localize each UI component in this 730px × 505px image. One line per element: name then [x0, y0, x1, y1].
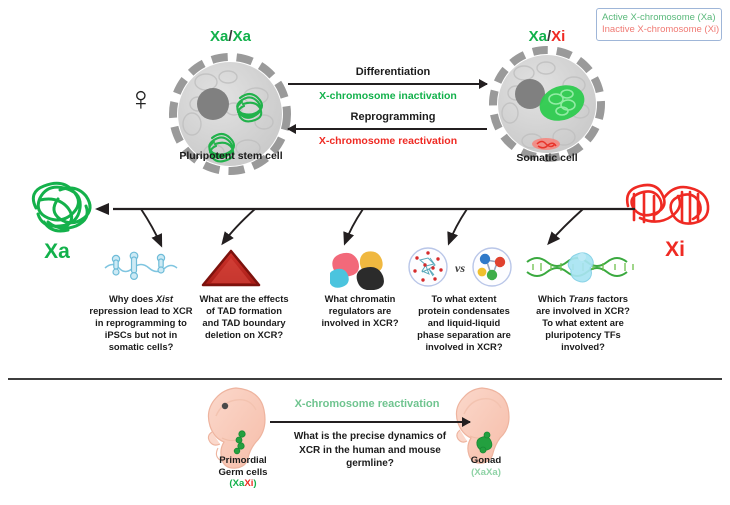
q5-line3: To what extent are: [542, 317, 624, 329]
bottom-q-line1: What is the precise dynamics of: [293, 431, 447, 442]
nucleosome-chromatin-icon: [103, 248, 179, 284]
bottom-x-reactivation-label: X-chromosome reactivation: [294, 398, 440, 410]
pgc-xi: Xi: [244, 478, 254, 490]
primordial-germ-cells-caption: Primordial Germ cells (XaXi): [188, 455, 298, 490]
legend-inactive-x: Inactive X-chromosome (Xi): [602, 23, 720, 35]
left-genotype-first: Xa: [210, 28, 229, 45]
active-x-territory: [539, 85, 585, 121]
xi-label: Xi: [665, 238, 685, 261]
question-2-text: What are the effects of TAD formation an…: [189, 293, 299, 341]
female-symbol-icon: ♀: [128, 80, 154, 118]
right-genotype-first: Xa: [528, 28, 547, 45]
q1-line5: somatic cells?: [108, 341, 174, 353]
right-genotype-separator: /: [547, 28, 552, 45]
pgc-paren-close: ): [253, 478, 257, 490]
left-genotype-separator: /: [228, 28, 233, 45]
gonad-genotype: (XaXa): [471, 466, 501, 478]
reprogramming-title: Reprogramming: [350, 111, 436, 123]
tf-protein: [567, 252, 594, 283]
q2-line1: What are the effects: [199, 293, 289, 304]
q4-line3: and liquid-liquid: [427, 317, 501, 329]
transcription-factor-dna-icon: [525, 250, 641, 286]
right-genotype-second: Xi: [551, 28, 566, 45]
somatic-cell-caption: Somatic cell: [516, 152, 578, 164]
bottom-question-text: What is the precise dynamics of XCR in t…: [268, 430, 472, 471]
q4-line4: phase separation are: [417, 329, 511, 341]
q5-line1b: factors: [594, 293, 628, 304]
gonad-embryo-illustration: [446, 386, 524, 466]
gonad-caption-line1: Gonad: [470, 455, 502, 466]
q1-line2: repression lead to XCR: [89, 305, 193, 317]
pluripotent-stem-cell-group: [168, 52, 293, 177]
pgc-xa: Xa: [232, 478, 245, 490]
q4-line5: involved in XCR?: [425, 341, 503, 353]
q5-line1: Which: [538, 293, 569, 304]
q4-line2: protein condensates: [418, 305, 510, 317]
q1-xist-italic: Xist: [155, 293, 174, 304]
x-reactivation-label: X-chromosome reactivation: [318, 135, 458, 147]
pgc-caption-line2: Germ cells: [218, 466, 268, 478]
x-inactivation-label: X-chromosome inactivation: [319, 90, 457, 102]
q1-line1: Why does: [108, 293, 156, 304]
q2-line3: and TAD boundary: [202, 317, 286, 329]
bottom-q-line2: XCR in the human and mouse: [299, 444, 441, 456]
q3-line2: regulators are: [328, 305, 392, 317]
bottom-reactivation-arrow: [270, 417, 471, 427]
q3-line3: involved in XCR?: [321, 317, 399, 329]
question-1-text: Why does Xist repression lead to XCR in …: [82, 293, 200, 353]
question-5-text: Which Trans factors are involved in XCR?…: [523, 293, 643, 353]
xa-label: Xa: [44, 240, 70, 263]
protein-condensate-icon: vs: [408, 246, 512, 288]
pluripotent-cell-illustration: [169, 53, 291, 175]
tad-triangle-icon: [199, 247, 263, 287]
q5-line5: involved?: [561, 341, 605, 353]
q5-trans-italic: Trans: [568, 293, 595, 304]
differentiation-title: Differentiation: [355, 66, 431, 78]
right-cell-genotype: Xa/Xi: [488, 28, 606, 46]
q5-line4: pluripotency TFs: [545, 329, 621, 341]
q3-line1: What chromatin: [324, 293, 396, 304]
q4-line1: To what extent: [431, 293, 497, 304]
pgc-paren-open: (: [229, 478, 233, 490]
reprogramming-arrow: [287, 124, 487, 134]
pluripotent-stem-cell-caption: Pluripotent stem cell: [179, 150, 283, 162]
xa-chromosome-illustration: [18, 178, 114, 240]
somatic-cell-group: [488, 45, 606, 163]
chromatin-regulators-icon: [328, 248, 390, 291]
question-3-text: What chromatin regulators are involved i…: [305, 293, 415, 329]
primordial-germ-cell-embryo-illustration: [196, 386, 288, 470]
svg-text:vs: vs: [455, 261, 465, 275]
section-divider: [8, 378, 722, 380]
inactive-x-barr-body: [532, 138, 560, 150]
pgc-genotype: (XaXi): [229, 478, 256, 489]
q2-line4: deletion on XCR?: [204, 329, 284, 341]
gonad-caption: Gonad (XaXa): [436, 455, 536, 478]
question-4-text: To what extent protein condensates and l…: [405, 293, 523, 353]
q5-line2: are involved in XCR?: [536, 305, 630, 317]
q1-line3: in reprogramming to: [95, 317, 187, 329]
pgc-caption-line1: Primordial: [219, 455, 267, 466]
left-cell-genotype: Xa/Xa: [168, 28, 293, 46]
left-genotype-second: Xa: [232, 28, 251, 45]
q2-line2: of TAD formation: [206, 305, 282, 317]
xi-to-xa-connector: [95, 198, 635, 220]
branch-arrows: [95, 205, 640, 257]
xi-chromosome-illustration: [620, 178, 720, 238]
q1-line4: iPSCs but not in: [104, 329, 178, 341]
bottom-q-line3: germline?: [346, 458, 394, 469]
legend-active-x: Active X-chromosome (Xa): [602, 12, 716, 23]
differentiation-arrow: [288, 79, 488, 89]
somatic-cell-illustration: [489, 46, 605, 162]
legend-box: Active X-chromosome (Xa) Inactive X-chro…: [596, 8, 722, 41]
